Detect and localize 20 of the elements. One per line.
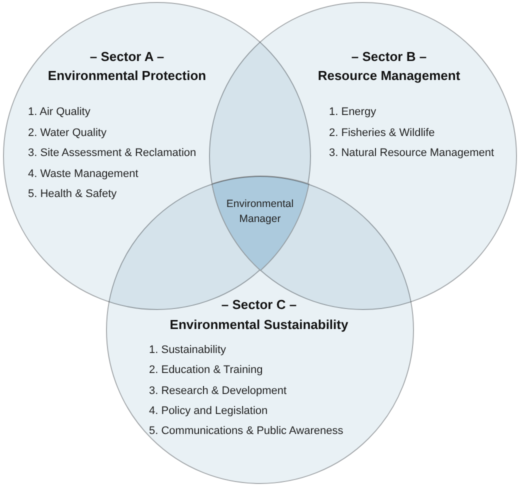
- list-item: 1. Air Quality: [28, 105, 90, 119]
- sector-label: – Sector B –: [351, 49, 427, 65]
- list-item: 2. Water Quality: [28, 126, 106, 140]
- list-item: 2. Fisheries & Wildlife: [329, 126, 435, 140]
- list-item: 1. Energy: [329, 105, 376, 119]
- sector-label: – Sector C –: [221, 297, 297, 313]
- role-label: Environmental Manager: [226, 197, 294, 227]
- sector-title: Environmental Protection: [48, 68, 206, 84]
- list-item: 1. Sustainability: [149, 343, 226, 357]
- list-item: 3. Natural Resource Management: [329, 146, 494, 160]
- list-item: 4. Waste Management: [28, 166, 138, 180]
- list-item: 3. Site Assessment & Reclamation: [28, 146, 196, 160]
- sector-title: Environmental Sustainability: [170, 317, 348, 333]
- list-item: 2. Education & Training: [149, 363, 263, 378]
- list-item: 4. Policy and Legislation: [149, 404, 268, 418]
- list-item: 3. Research & Development: [149, 384, 287, 398]
- sector-title: Resource Management: [318, 68, 460, 84]
- list-item: 5. Health & Safety: [28, 187, 117, 201]
- list-item: 5. Communications & Public Awareness: [149, 424, 344, 438]
- sector-label: – Sector A –: [90, 49, 164, 65]
